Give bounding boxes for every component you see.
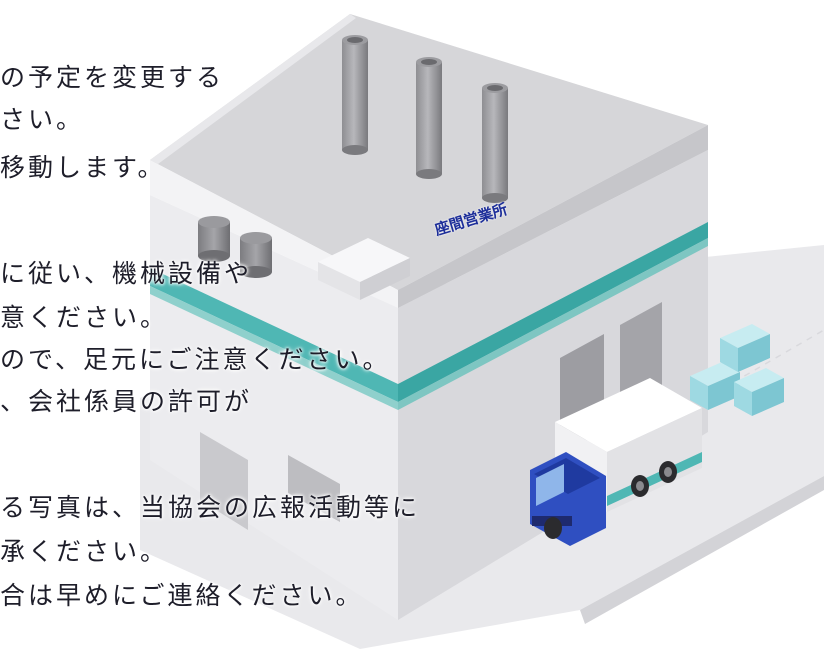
crate: [734, 368, 784, 416]
roof-parapet-right: [398, 125, 708, 308]
crate: [690, 362, 740, 410]
accent-band-left: [150, 268, 398, 402]
crate: [720, 324, 770, 372]
notice-line: 承ください。: [0, 537, 169, 566]
roof-tank: [198, 216, 230, 262]
chimney: [482, 83, 508, 203]
notice-line: の予定を変更する: [0, 63, 225, 92]
door: [200, 432, 248, 530]
roof-unit: [318, 238, 410, 300]
notice-line: 移動します。: [0, 153, 166, 182]
chimney: [416, 57, 442, 179]
truck: [530, 378, 702, 546]
roof-tank: [240, 232, 272, 278]
notice-line: る写真は、当協会の広報活動等に: [0, 493, 421, 522]
accent-band-right: [398, 222, 708, 402]
chimney: [342, 35, 368, 155]
notice-line: に従い、機械設備や: [0, 259, 253, 288]
window: [288, 455, 340, 522]
notice-line: 意ください。: [0, 303, 169, 332]
notice-line: 合は早めにご連絡ください。: [0, 581, 364, 610]
notice-line: 、会社係員の許可が: [0, 387, 253, 416]
notice-line: さい。: [0, 105, 85, 134]
notice-line: ので、足元にご注意ください。: [0, 345, 391, 374]
ground-edge: [580, 476, 824, 624]
